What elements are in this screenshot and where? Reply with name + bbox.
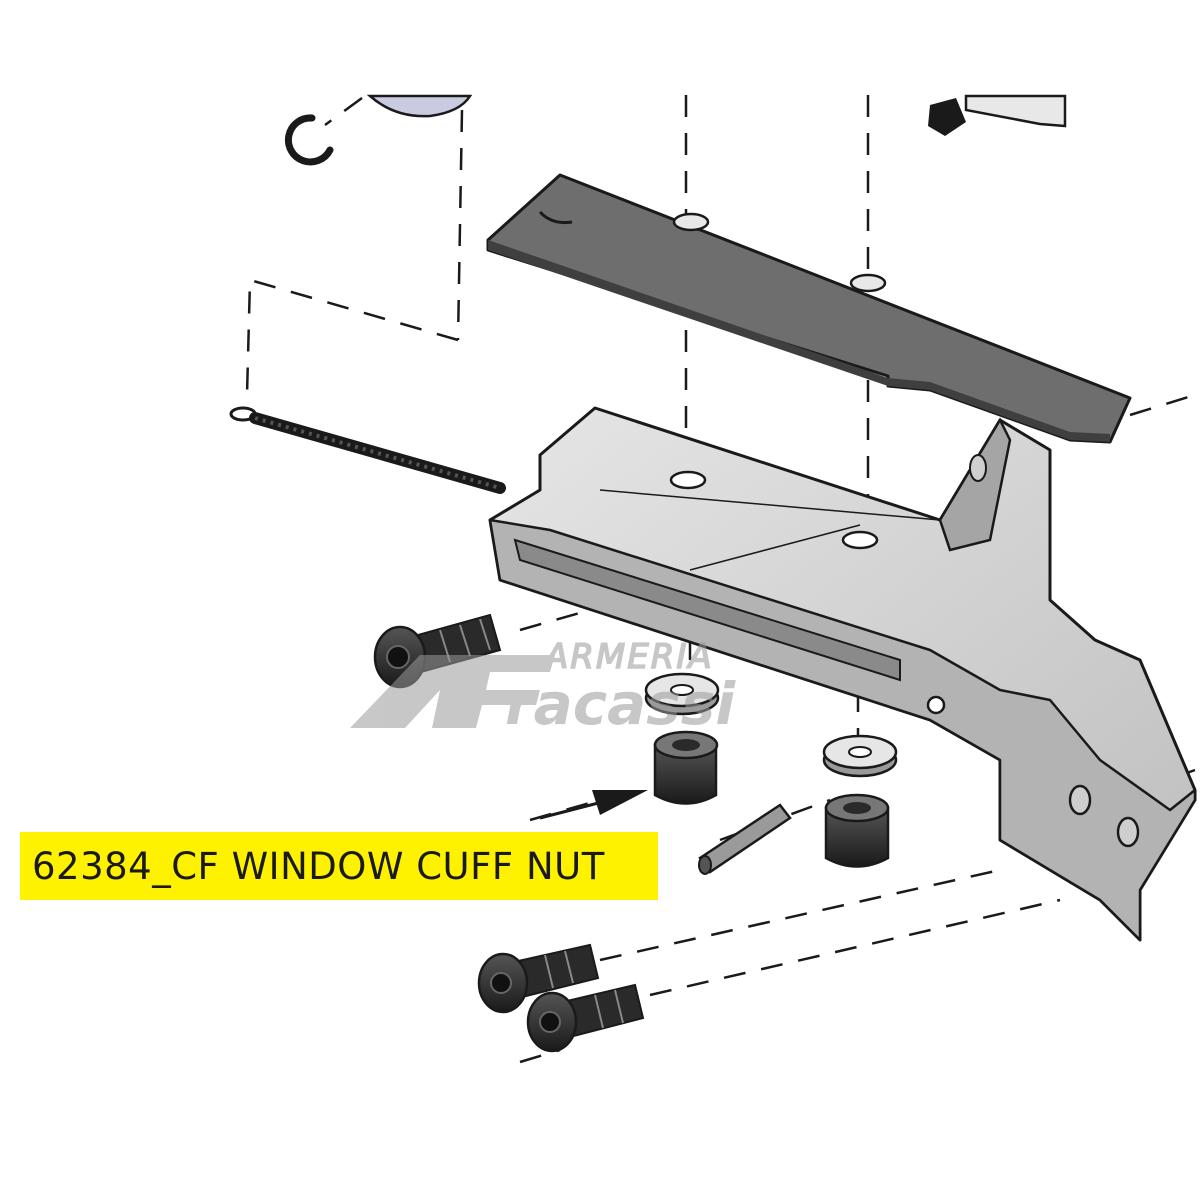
arrow-icon [539, 790, 648, 820]
top-plate [486, 173, 1132, 444]
part-label-box: 62384_CF WINDOW CUFF NUT [20, 832, 658, 900]
cuff-nut-right [824, 793, 890, 868]
washer-left [644, 672, 720, 716]
spring-rod [229, 406, 506, 494]
main-body [488, 406, 1197, 942]
e-clip-icon [285, 114, 334, 166]
screw-lower-1 [477, 943, 600, 1014]
cuff-nut-left [653, 730, 719, 805]
watermark-logo: ARMERIA racassi [350, 636, 736, 738]
screw-lower-2 [526, 983, 645, 1053]
part-label: 62384_CF WINDOW CUFF NUT [32, 844, 605, 888]
washer-right [822, 734, 898, 778]
roll-pin [698, 803, 792, 875]
watermark-line1: ARMERIA [543, 637, 714, 677]
top-partial-parts [285, 94, 1067, 166]
watermark-line2: racassi [505, 670, 736, 738]
